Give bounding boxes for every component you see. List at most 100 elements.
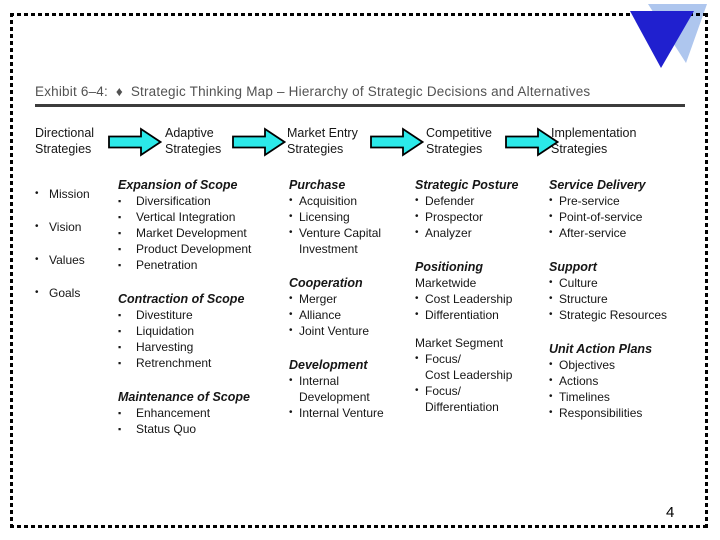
section: Strategic Posture •Defender •Prospector … bbox=[415, 177, 540, 241]
bullet-icon: • bbox=[549, 375, 553, 386]
column-header-adaptive: Adaptive Strategies bbox=[165, 126, 222, 156]
bullet-icon: ▪ bbox=[118, 408, 122, 418]
bullet-icon: ▪ bbox=[118, 228, 122, 238]
section: Cooperation •Merger •Alliance •Joint Ven… bbox=[289, 275, 407, 339]
section: Positioning Marketwide •Cost Leadership … bbox=[415, 259, 540, 323]
list-item: •Venture Capital Investment bbox=[289, 226, 382, 256]
list-item: •Pre-service bbox=[549, 194, 620, 208]
bullet-icon: • bbox=[289, 407, 293, 418]
list-item: ▪Divestiture bbox=[118, 308, 193, 322]
slide-border-right bbox=[705, 13, 708, 528]
list-item: •Focus/ Cost Leadership bbox=[415, 352, 513, 382]
bullet-icon: • bbox=[549, 407, 553, 418]
section-heading: Support bbox=[549, 260, 597, 274]
bullet-icon: • bbox=[549, 293, 553, 304]
list-item: •Vision bbox=[35, 220, 82, 234]
bullet-icon: • bbox=[549, 211, 553, 222]
bullet-icon: • bbox=[415, 293, 419, 304]
section: Unit Action Plans •Objectives •Actions •… bbox=[549, 341, 689, 421]
list-item: ▪Enhancement bbox=[118, 406, 211, 420]
section-heading: Strategic Posture bbox=[415, 178, 519, 192]
bullet-icon: • bbox=[35, 221, 39, 232]
section: Purchase •Acquisition •Licensing •Ventur… bbox=[289, 177, 407, 257]
list-item: •Objectives bbox=[549, 358, 616, 372]
list-item: ▪Vertical Integration bbox=[118, 210, 236, 224]
bullet-icon: ▪ bbox=[118, 260, 122, 270]
bullet-icon: ▪ bbox=[118, 424, 122, 434]
list-item: •Joint Venture bbox=[289, 324, 370, 338]
list-item: •Focus/ Differentiation bbox=[415, 384, 499, 414]
section-heading: Maintenance of Scope bbox=[118, 390, 250, 404]
list-item: •Responsibilities bbox=[549, 406, 643, 420]
bullet-icon: • bbox=[415, 353, 419, 364]
bullet-icon: • bbox=[549, 195, 553, 206]
list-item: •Cost Leadership bbox=[415, 292, 513, 306]
list-item: •Culture bbox=[549, 276, 598, 290]
bullet-icon: ▪ bbox=[118, 212, 122, 222]
column-header-directional: Directional Strategies bbox=[35, 126, 95, 156]
list-item: •Goals bbox=[35, 286, 81, 300]
bullet-icon: • bbox=[35, 254, 39, 265]
list-item: ▪Diversification bbox=[118, 194, 211, 208]
bullet-icon: ▪ bbox=[118, 342, 122, 352]
bullet-icon: • bbox=[549, 227, 553, 238]
bullet-icon: • bbox=[549, 309, 553, 320]
bullet-icon: • bbox=[415, 227, 419, 238]
bullet-icon: • bbox=[415, 385, 419, 396]
list-item: •Merger bbox=[289, 292, 338, 306]
bullet-icon: ▪ bbox=[118, 196, 122, 206]
bullet-icon: • bbox=[289, 309, 293, 320]
list-item: ▪Penetration bbox=[118, 258, 198, 272]
section-heading: Cooperation bbox=[289, 276, 363, 290]
list-item: •Timelines bbox=[549, 390, 610, 404]
exhibit-title: Exhibit 6–4: ♦ Strategic Thinking Map – … bbox=[35, 84, 591, 99]
section-heading: Contraction of Scope bbox=[118, 292, 245, 306]
slide-border-bottom bbox=[10, 525, 708, 528]
list-item: •Licensing bbox=[289, 210, 350, 224]
bullet-icon: ▪ bbox=[118, 310, 122, 320]
column-header-implementation: Implementation Strategies bbox=[551, 126, 637, 156]
column-competitive: Strategic Posture •Defender •Prospector … bbox=[415, 177, 540, 415]
bullet-icon: • bbox=[289, 325, 293, 336]
bullet-icon: • bbox=[35, 287, 39, 298]
bullet-icon: • bbox=[415, 211, 419, 222]
page-number: 4 bbox=[666, 504, 675, 521]
list-item: ▪Retrenchment bbox=[118, 356, 212, 370]
bullet-icon: • bbox=[289, 211, 293, 222]
list-item: •After-service bbox=[549, 226, 627, 240]
section-heading: Positioning bbox=[415, 260, 484, 274]
column-header-competitive: Competitive Strategies bbox=[426, 126, 492, 156]
bullet-icon: ▪ bbox=[118, 358, 122, 368]
section: Service Delivery •Pre-service •Point-of-… bbox=[549, 177, 689, 241]
bullet-icon: • bbox=[35, 188, 39, 199]
bullet-icon: • bbox=[415, 309, 419, 320]
slide-border-left bbox=[10, 13, 13, 528]
list-item: •Differentiation bbox=[415, 308, 499, 322]
list-item: •Structure bbox=[549, 292, 608, 306]
section: Contraction of Scope ▪Divestiture ▪Liqui… bbox=[118, 291, 273, 371]
list-item: •Strategic Resources bbox=[549, 308, 668, 322]
column-market-entry: Purchase •Acquisition •Licensing •Ventur… bbox=[289, 177, 407, 421]
list-item: •Analyzer bbox=[415, 226, 472, 240]
list-item: ▪Harvesting bbox=[118, 340, 194, 354]
section: Maintenance of Scope ▪Enhancement ▪Statu… bbox=[118, 389, 273, 437]
list-item: ▪Status Quo bbox=[118, 422, 197, 436]
flow-arrow-icon bbox=[505, 127, 559, 157]
section-heading: Development bbox=[289, 358, 368, 372]
list-item: •Internal Venture bbox=[289, 406, 384, 420]
column-adaptive: Expansion of Scope ▪Diversification ▪Ver… bbox=[118, 177, 273, 437]
title-underline bbox=[35, 104, 685, 107]
bullet-icon: ▪ bbox=[118, 326, 122, 336]
bullet-icon: • bbox=[549, 359, 553, 370]
column-implementation: Service Delivery •Pre-service •Point-of-… bbox=[549, 177, 689, 421]
section: •Mission •Vision •Values •Goals bbox=[35, 186, 120, 301]
section: Support •Culture •Structure •Strategic R… bbox=[549, 259, 689, 323]
flow-arrow-icon bbox=[108, 127, 162, 157]
bullet-icon: • bbox=[415, 195, 419, 206]
bullet-icon: • bbox=[289, 375, 293, 386]
list-item: •Alliance bbox=[289, 308, 342, 322]
bullet-icon: • bbox=[289, 227, 293, 238]
list-item: •Values bbox=[35, 253, 85, 267]
list-item: •Point-of-service bbox=[549, 210, 643, 224]
